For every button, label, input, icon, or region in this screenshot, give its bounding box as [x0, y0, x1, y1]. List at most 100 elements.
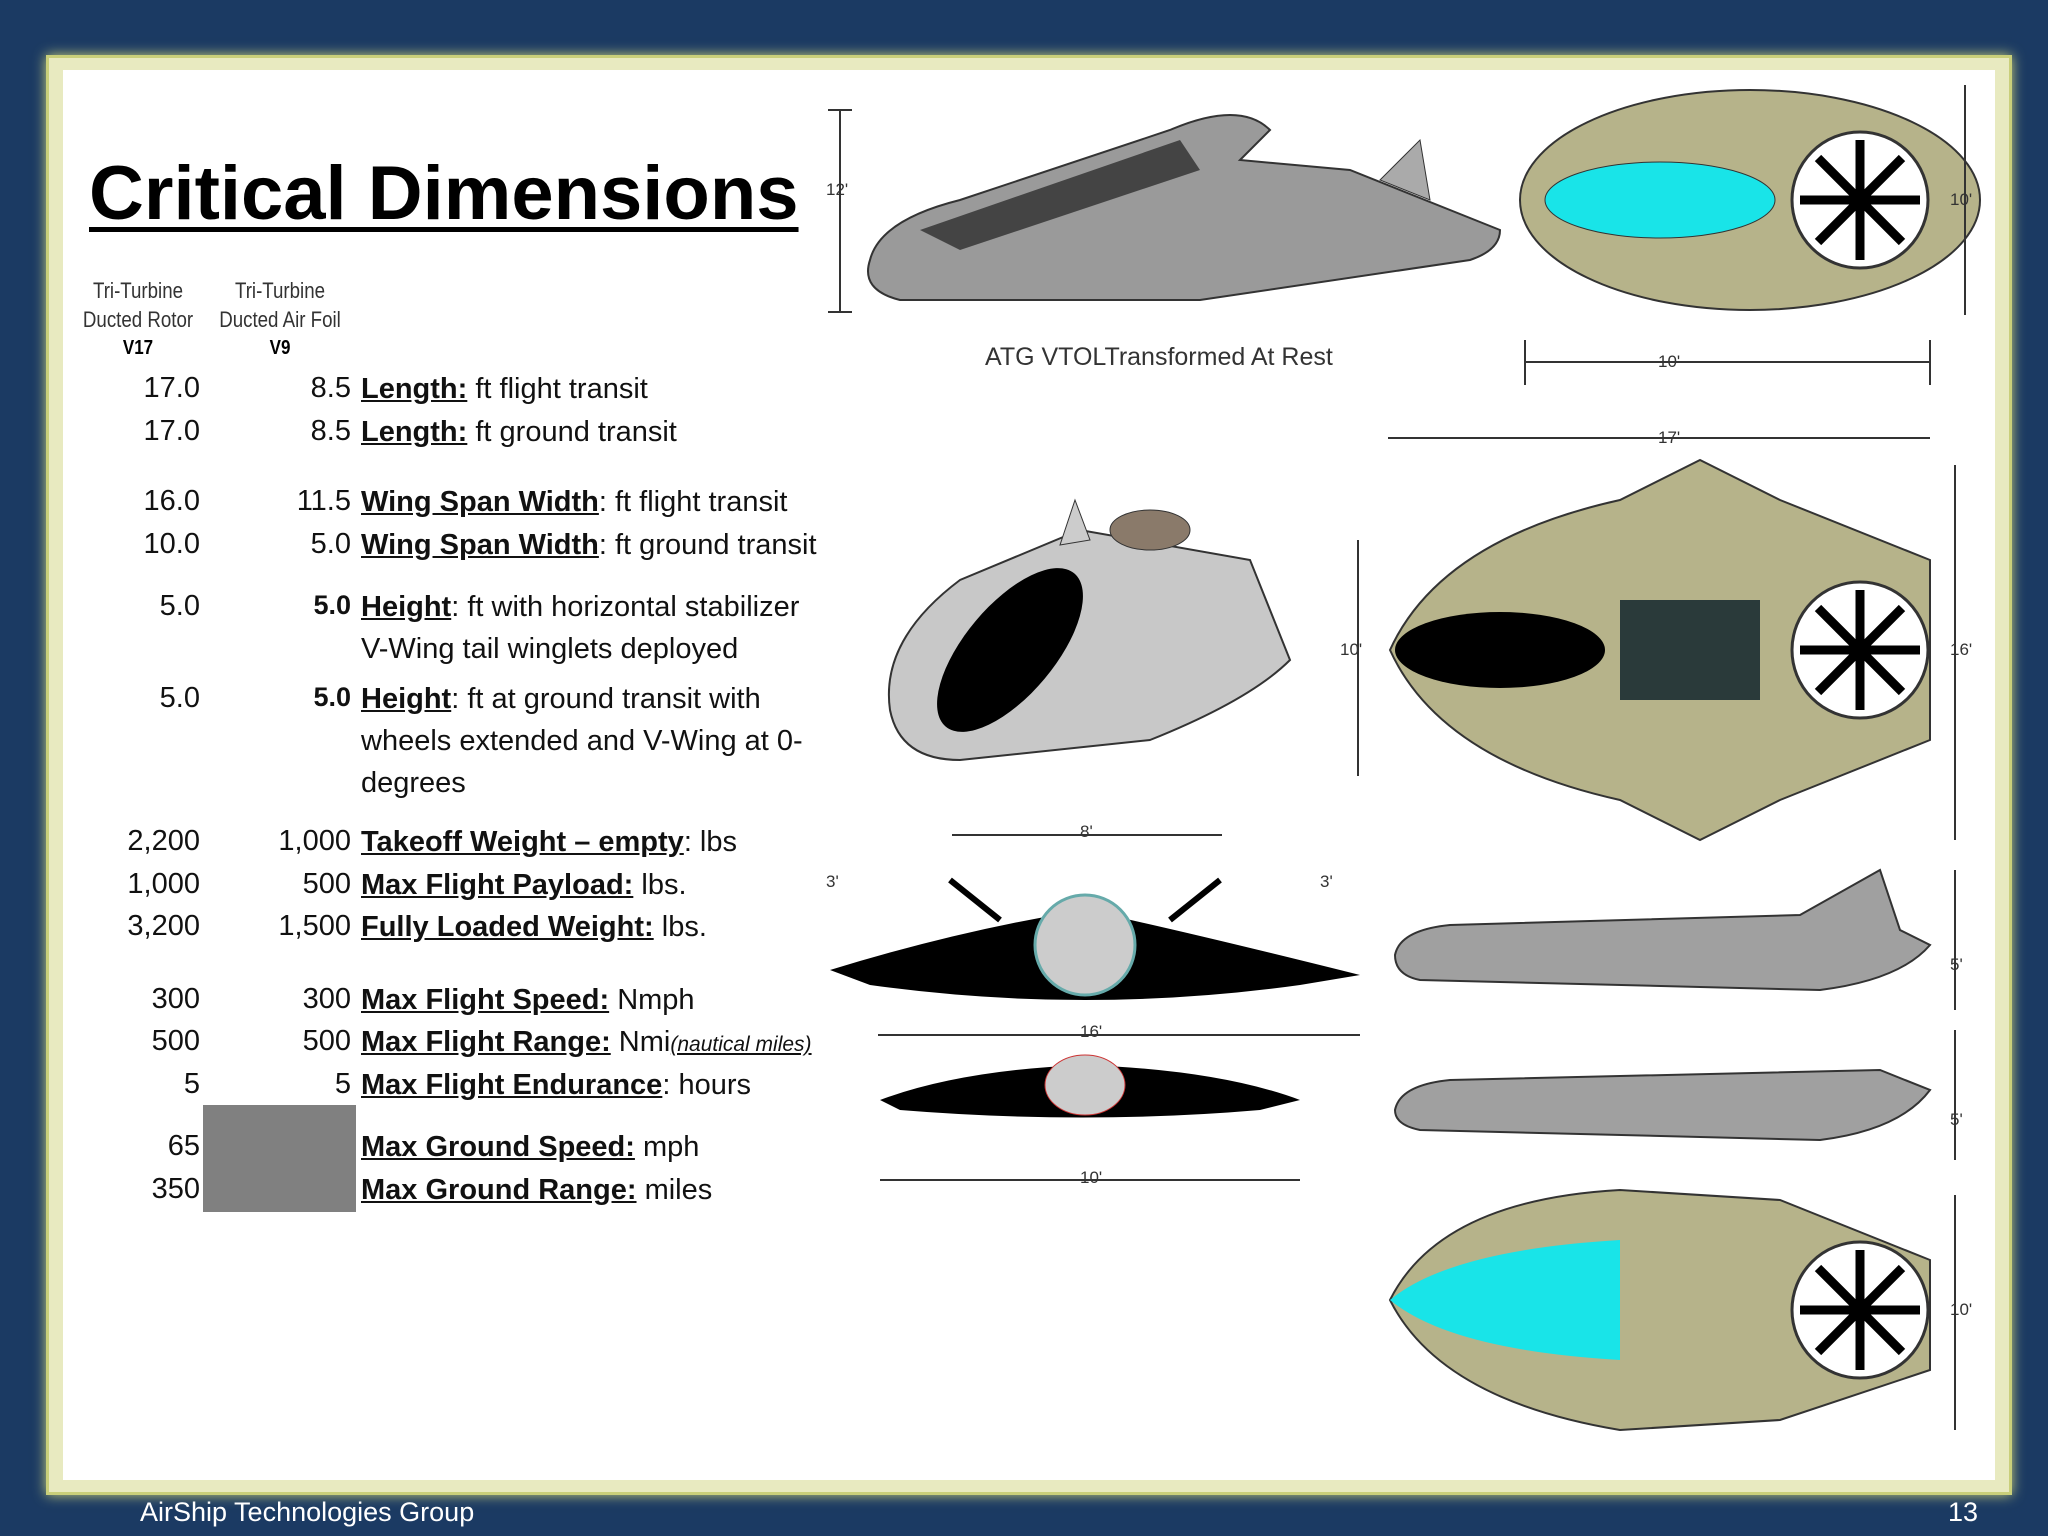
value-v9: 5: [334, 1068, 351, 1100]
row-label: Max Flight Speed: Nmph: [361, 979, 831, 1021]
column-header-line1: Tri-Turbine: [92, 278, 184, 303]
column-header-v9: Tri-Turbine Ducted Air Foil V9: [212, 276, 348, 363]
value-v9: 8.5: [310, 415, 351, 447]
row-label: Length: ft ground transit: [361, 411, 831, 453]
row-label-key: Takeoff Weight – empty: [361, 826, 684, 858]
dimension-label: 16': [1080, 1022, 1103, 1041]
row-label: Max Flight Range: Nmi(nautical miles): [361, 1021, 831, 1066]
page-number: 13: [1947, 1497, 1978, 1527]
value-v9: 11.5: [296, 485, 351, 517]
row-label-key: Max Flight Payload:: [361, 869, 634, 901]
top-view-deployed: [1357, 437, 1956, 842]
column-header-line2: Ducted Air Foil: [219, 307, 341, 332]
row-label-desc: Nmi: [610, 1026, 671, 1058]
value-v17: 3,200: [127, 910, 200, 942]
row-label-key: Length:: [361, 416, 468, 448]
footer-company: AirShip Technologies Group: [140, 1497, 475, 1527]
dimension-label: 16': [1950, 640, 1973, 659]
top-view-folded: [1519, 85, 1981, 385]
row-label-key: Max Ground Speed:: [361, 1131, 635, 1163]
front-views: [830, 834, 1360, 1181]
row-label: Wing Span Width: ft ground transit: [361, 524, 831, 566]
side-view-rest: [828, 109, 1502, 313]
column-code: V17: [122, 337, 154, 359]
row-label: Height: ft with horizontal stabilizer V-…: [361, 586, 831, 670]
value-v9: 8.5: [310, 372, 351, 404]
value-v9: 5.0: [313, 682, 351, 712]
row-label-desc: : ft at ground transit with wheels exten…: [361, 683, 803, 799]
value-v17: 300: [151, 983, 200, 1015]
value-v9: 5.0: [310, 528, 351, 560]
value-v17: 5: [183, 1068, 200, 1100]
value-v9: 5.0: [313, 590, 351, 620]
row-label-key: Length:: [361, 373, 468, 405]
row-label: Length: ft flight transit: [361, 368, 831, 410]
value-v9: 500: [302, 1025, 351, 1057]
row-label-desc: lbs.: [653, 911, 707, 943]
top-view-open: [1388, 1188, 1956, 1432]
value-v17: 1,000: [127, 868, 200, 900]
value-v17: 16.0: [143, 485, 200, 517]
dimension-label: 5': [1950, 955, 1963, 974]
row-label-desc: ft ground transit: [467, 416, 677, 448]
value-v17: 10.0: [143, 528, 200, 560]
row-label: Wing Span Width: ft flight transit: [361, 481, 831, 523]
dimension-label: 10': [1340, 640, 1363, 659]
row-label-key: Max Flight Speed:: [361, 984, 610, 1016]
value-v9: 300: [302, 983, 351, 1015]
value-v9: 1,000: [278, 825, 351, 857]
dimension-label: 12': [826, 180, 849, 199]
row-label-desc: Nmph: [609, 984, 695, 1016]
row-label: Fully Loaded Weight: lbs.: [361, 906, 831, 948]
row-label-note: (nautical miles): [670, 1033, 812, 1056]
row-label: Height: ft at ground transit with wheels…: [361, 678, 831, 804]
row-label-key: Fully Loaded Weight:: [361, 911, 654, 943]
row-label: Takeoff Weight – empty: lbs: [361, 821, 831, 863]
value-v17: 65: [167, 1130, 200, 1162]
value-v17: 500: [151, 1025, 200, 1057]
perspective-view: [887, 498, 1292, 762]
row-label-desc: lbs.: [633, 869, 687, 901]
dimension-label: 10': [1658, 352, 1681, 371]
row-label-key: Wing Span Width: [361, 486, 599, 518]
dimension-label: 10': [1080, 1168, 1103, 1187]
dimension-label: 3': [1320, 872, 1333, 891]
row-label-key: Max Flight Endurance: [361, 1069, 663, 1101]
row-label-desc: : ft flight transit: [598, 486, 788, 518]
row-label: Max Flight Endurance: hours: [361, 1064, 831, 1106]
row-label-desc: : ft ground transit: [598, 529, 817, 561]
dimension-label: 10': [1950, 1300, 1973, 1319]
column-header-line1: Tri-Turbine: [234, 278, 326, 303]
row-label-desc: miles: [636, 1174, 713, 1206]
value-v17: 17.0: [143, 372, 200, 404]
column-code: V9: [269, 337, 291, 359]
value-v17: 350: [151, 1173, 200, 1205]
dimension-label: 5': [1950, 1110, 1963, 1129]
row-label: Max Flight Payload: lbs.: [361, 864, 831, 906]
column-header-v17: Tri-Turbine Ducted Rotor V17: [79, 276, 198, 363]
row-label-desc: ft flight transit: [467, 373, 648, 405]
dimension-label: 8': [1080, 822, 1093, 841]
row-label-key: Height: [361, 683, 452, 715]
row-label-key: Height: [361, 591, 452, 623]
dimension-label: 10': [1950, 190, 1973, 209]
value-v17: 5.0: [159, 590, 200, 622]
row-label-desc: : ft with horizontal stabilizer V-Wing t…: [361, 591, 800, 665]
row-label-desc: : lbs: [683, 826, 737, 858]
blank-cell: [203, 1105, 356, 1212]
row-label: Max Ground Speed: mph: [361, 1126, 831, 1168]
figure-caption: ATG VTOLTransformed At Rest: [985, 343, 1333, 371]
row-label-key: Max Flight Range:: [361, 1026, 611, 1058]
value-v9: 1,500: [278, 910, 351, 942]
dimension-label: 3': [826, 872, 839, 891]
value-v17: 2,200: [127, 825, 200, 857]
row-label-desc: : hours: [662, 1069, 751, 1101]
row-label-desc: mph: [634, 1131, 700, 1163]
value-v17: 5.0: [159, 682, 200, 714]
dimension-label: 17': [1658, 428, 1681, 447]
row-label-key: Wing Span Width: [361, 529, 599, 561]
value-v9: 500: [302, 868, 351, 900]
page-title: Critical Dimensions: [89, 151, 799, 236]
column-header-line2: Ducted Rotor: [82, 307, 194, 332]
